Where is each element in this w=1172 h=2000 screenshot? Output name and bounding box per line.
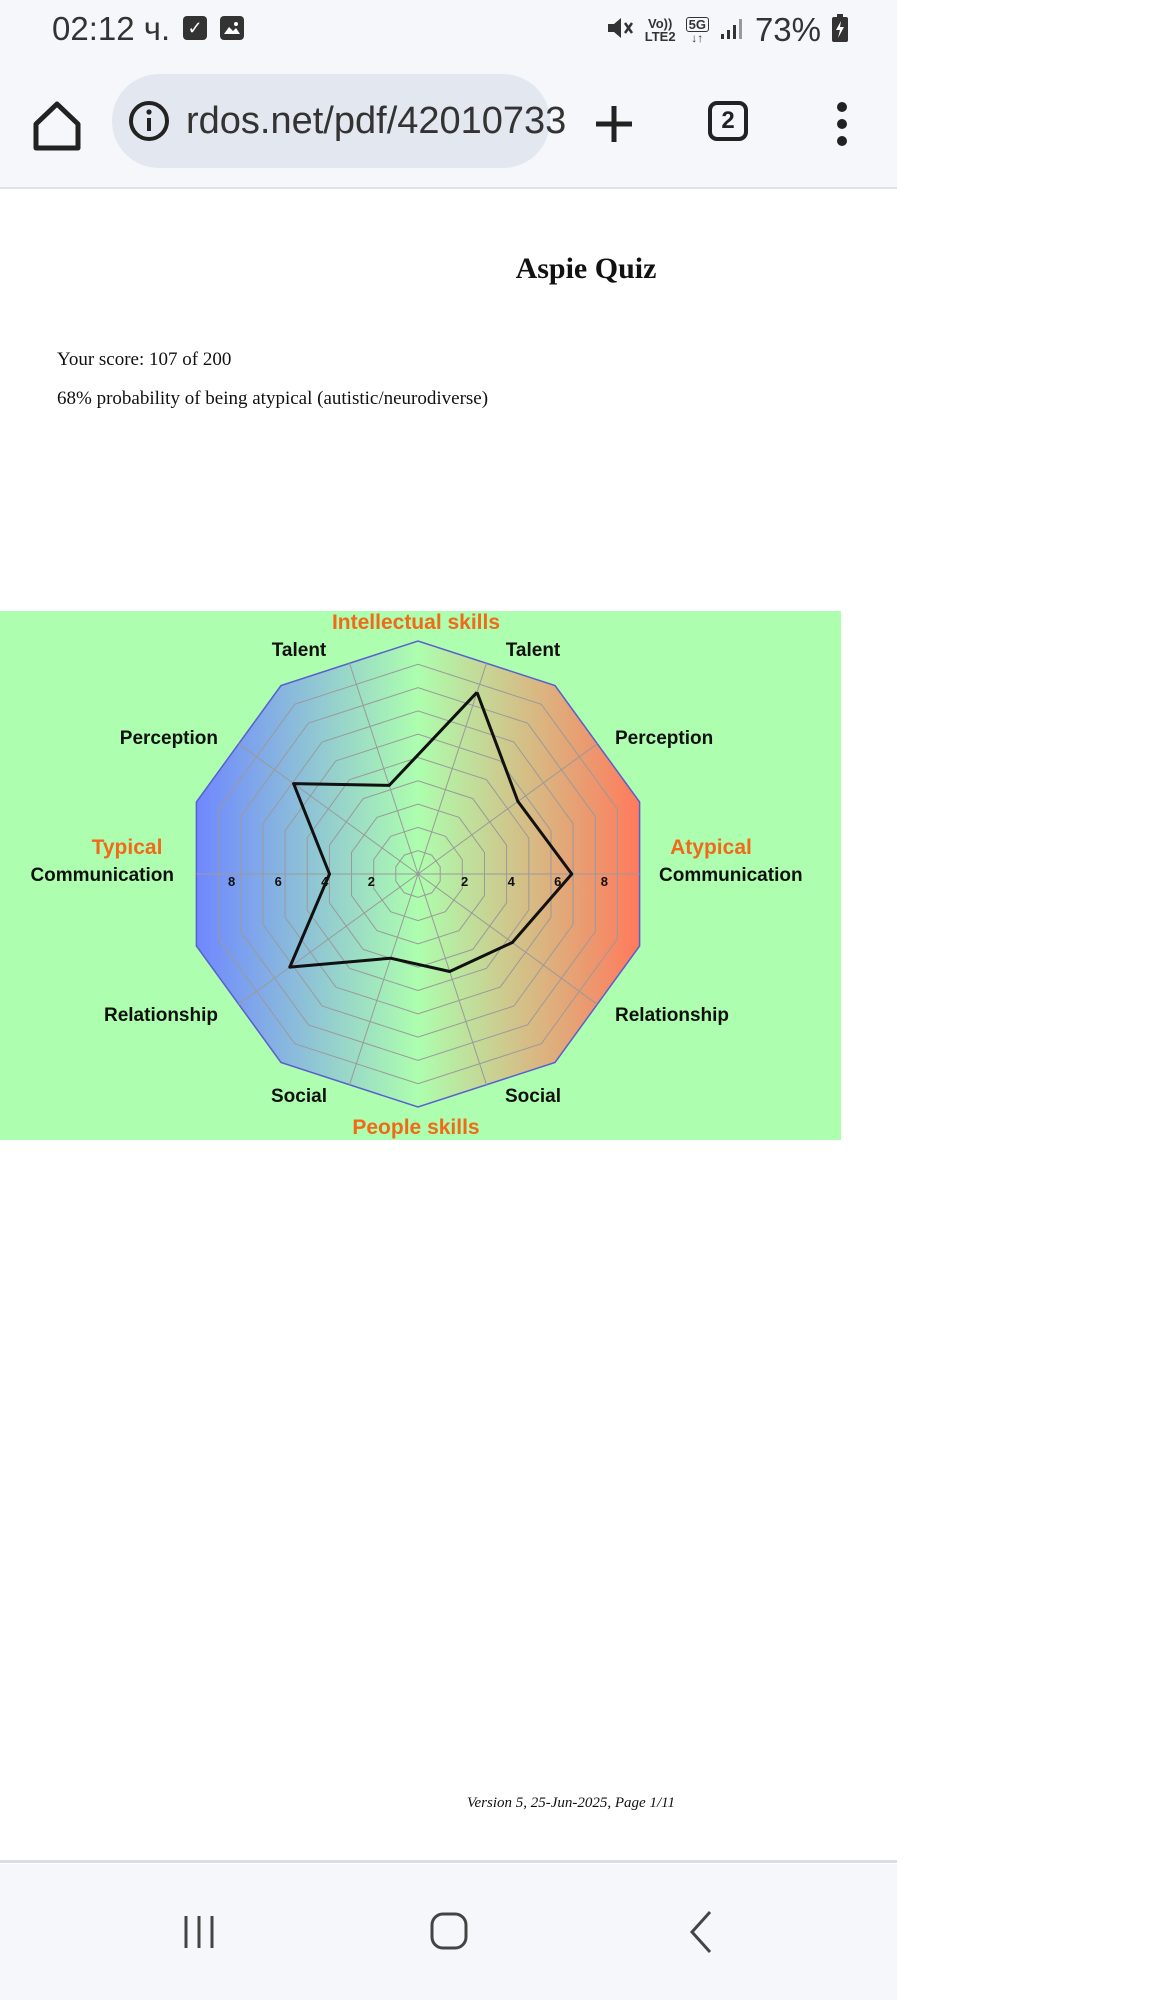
- site-info-icon[interactable]: [128, 100, 170, 142]
- new-tab-button[interactable]: [584, 94, 644, 154]
- axis-label-left-perception: Perception: [120, 728, 218, 749]
- axis-label-right-communication: Communication: [659, 865, 803, 886]
- group-label-bottom: People skills: [352, 1116, 479, 1139]
- volte-indicator: Vo)) LTE2: [645, 17, 676, 43]
- grid-ring: [262, 710, 574, 1038]
- tick-label: 6: [275, 874, 282, 889]
- score-polyline: [288, 691, 574, 973]
- status-indicators: Vo)) LTE2 5G ↓↑ 73%: [605, 10, 849, 50]
- grid-spoke: [417, 743, 598, 875]
- grid-ring: [306, 756, 530, 992]
- grid-ring: [395, 850, 441, 898]
- tab-switcher-button[interactable]: 2: [708, 101, 748, 141]
- home-button[interactable]: [28, 96, 86, 154]
- page-footer: Version 5, 25-Jun-2025, Page 1/11: [467, 1795, 676, 1811]
- grid-ring: [328, 780, 508, 968]
- grid-ring: [373, 826, 463, 922]
- network-5g-indicator: 5G ↓↑: [685, 16, 709, 45]
- axis-label-left-social: Social: [271, 1086, 327, 1107]
- document-title: Aspie Quiz: [515, 252, 657, 285]
- grid-ring: [284, 733, 552, 1015]
- axis-label-right-talent: Talent: [506, 640, 561, 661]
- network-badge: 5G: [685, 16, 709, 32]
- radar-axis-labels: TalentPerceptionCommunicationRelationshi…: [30, 611, 802, 1139]
- tick-label: 8: [228, 874, 235, 889]
- tick-label: 2: [368, 874, 375, 889]
- tick-label: 2: [461, 874, 468, 889]
- grid-spoke: [349, 873, 419, 1085]
- page-divider: [0, 1860, 897, 1863]
- probability-line: 68% probability of being atypical (autis…: [57, 388, 489, 409]
- score-line: Your score: 107 of 200: [57, 349, 232, 370]
- battery-charging-icon: [831, 13, 849, 48]
- grid-spoke: [417, 873, 598, 1005]
- battery-percent: 73%: [754, 11, 821, 48]
- data-arrows-icon: ↓↑: [691, 30, 704, 45]
- group-label-left: Typical: [92, 836, 163, 859]
- address-bar[interactable]: rdos.net/pdf/42010733: [112, 74, 567, 168]
- home-icon: [33, 101, 81, 151]
- grid-spoke: [238, 743, 419, 875]
- grid-spoke: [417, 873, 487, 1085]
- plus-icon: [596, 106, 632, 142]
- axis-label-right-perception: Perception: [615, 728, 713, 749]
- gallery-notification-icon: [220, 16, 244, 40]
- home-nav-button[interactable]: [414, 1904, 484, 1960]
- back-icon: [689, 1910, 712, 1954]
- grid-spoke: [417, 663, 487, 875]
- tick-label: 4: [508, 874, 516, 889]
- group-label-top: Intellectual skills: [332, 611, 500, 634]
- status-time: 02:12 ч.: [52, 10, 171, 47]
- more-vert-icon: [837, 102, 847, 146]
- axis-label-right-social: Social: [505, 1086, 561, 1107]
- checkbox-notification-icon: ✓: [183, 16, 207, 40]
- grid-ring: [218, 663, 618, 1085]
- axis-label-left-relationship: Relationship: [104, 1005, 218, 1026]
- mute-icon: [605, 13, 635, 48]
- radar-grid: [196, 663, 640, 1085]
- home-nav-icon: [430, 1912, 468, 1950]
- axis-label-left-communication: Communication: [30, 865, 174, 886]
- volte-bottom-text: LTE2: [644, 29, 676, 44]
- recent-apps-button[interactable]: [164, 1904, 234, 1960]
- recents-icon: [184, 1916, 214, 1948]
- signal-icon: [719, 15, 745, 46]
- status-bar: 02:12 ч. ✓ Vo)) LTE2 5G ↓↑ 73%: [0, 0, 897, 62]
- url-text[interactable]: rdos.net/pdf/42010733: [186, 100, 567, 142]
- grid-ring: [240, 687, 596, 1061]
- axis-label-right-relationship: Relationship: [615, 1005, 729, 1026]
- tick-label: 6: [554, 874, 561, 889]
- more-menu-button[interactable]: [822, 94, 862, 154]
- grid-spoke: [238, 873, 419, 1005]
- tick-label: 8: [601, 874, 608, 889]
- system-nav-bar: [0, 1864, 897, 2000]
- group-label-right: Atypical: [670, 836, 752, 859]
- grid-ring: [351, 803, 485, 945]
- axis-label-left-talent: Talent: [272, 640, 327, 661]
- volte-top-text: Vo)): [648, 16, 673, 31]
- grid-spoke: [349, 663, 419, 875]
- browser-toolbar: rdos.net/pdf/42010733 2: [0, 62, 897, 189]
- back-button[interactable]: [666, 1904, 736, 1960]
